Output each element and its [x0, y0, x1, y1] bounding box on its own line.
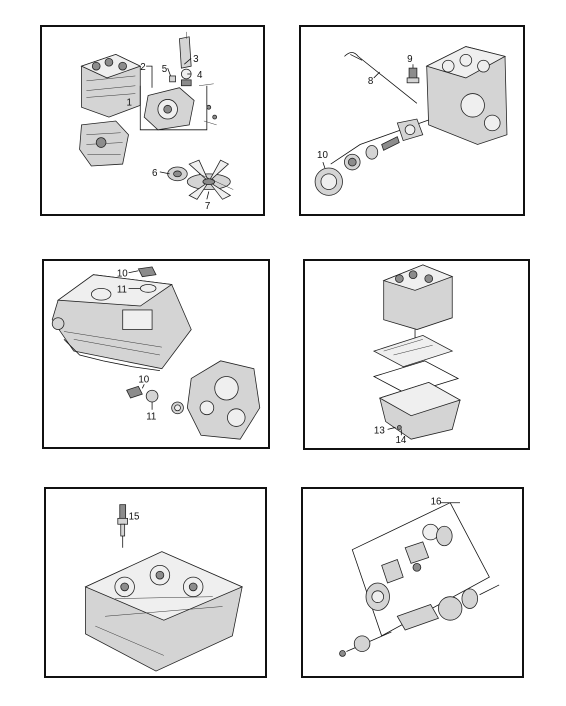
- cylinder-head-illustration: [84, 551, 244, 672]
- callout-4: 4: [197, 70, 203, 81]
- callout-11-top: 11: [117, 284, 127, 295]
- dipstick-illustration: [344, 52, 418, 104]
- oil-filter-diagram: 8 9 10: [314, 46, 508, 196]
- callout-16: 16: [431, 497, 442, 508]
- callout-9: 9: [407, 54, 412, 65]
- engine-block-illustration: [80, 53, 142, 118]
- water-pump-illustration: [139, 31, 218, 131]
- callout-10-bottom: 10: [138, 374, 149, 385]
- callout-14: 14: [395, 435, 406, 446]
- oil-pressure-switch-illustration: [406, 67, 420, 84]
- panel-oil-pan: 13 14: [303, 259, 530, 450]
- callout-2: 2: [140, 62, 145, 73]
- starter-parts-illustration: [339, 523, 500, 657]
- panel-water-pump: 1 2 3 4 5 6 7: [40, 25, 265, 216]
- engine-block-illustration: [425, 46, 508, 145]
- glow-plug-illustration: [117, 504, 128, 548]
- valve-cover-diagram: 10 11 10 11: [51, 266, 261, 440]
- panel-starter: 16: [301, 487, 524, 678]
- gasket-illustration: [372, 360, 460, 395]
- fan-illustration: [167, 159, 234, 200]
- callout-5: 5: [162, 64, 168, 75]
- callout-6: 6: [152, 168, 158, 179]
- valve-cover-illustration: [51, 274, 192, 372]
- engine-block-illustration: [382, 264, 454, 342]
- gear-case-illustration: [126, 360, 261, 440]
- oil-filter-illustration: [314, 118, 429, 196]
- callout-11-bottom: 11: [146, 412, 156, 423]
- injection-pump-illustration: [79, 120, 129, 167]
- callout-10-top: 10: [117, 269, 128, 280]
- filler-cap-illustration: [137, 266, 157, 293]
- callout-3: 3: [193, 54, 199, 65]
- oil-pan-diagram: 13 14: [372, 264, 462, 446]
- callout-1: 1: [127, 97, 132, 108]
- oil-pan-illustration: [378, 381, 462, 440]
- callout-7: 7: [205, 201, 210, 212]
- callout-15: 15: [129, 511, 140, 522]
- water-pump-diagram: 1 2 3 4 5 6 7: [79, 31, 234, 212]
- callout-8: 8: [368, 76, 374, 87]
- cylinder-head-diagram: 15: [84, 504, 244, 672]
- panel-cylinder-head: 15: [44, 487, 267, 678]
- callout-13: 13: [374, 425, 385, 436]
- panel-oil-filter: 8 9 10: [299, 25, 525, 216]
- starter-diagram: 16: [339, 497, 500, 657]
- panel-valve-cover: 10 11 10 11: [42, 259, 270, 449]
- callout-10: 10: [317, 150, 328, 161]
- oil-strainer-illustration: [372, 334, 454, 368]
